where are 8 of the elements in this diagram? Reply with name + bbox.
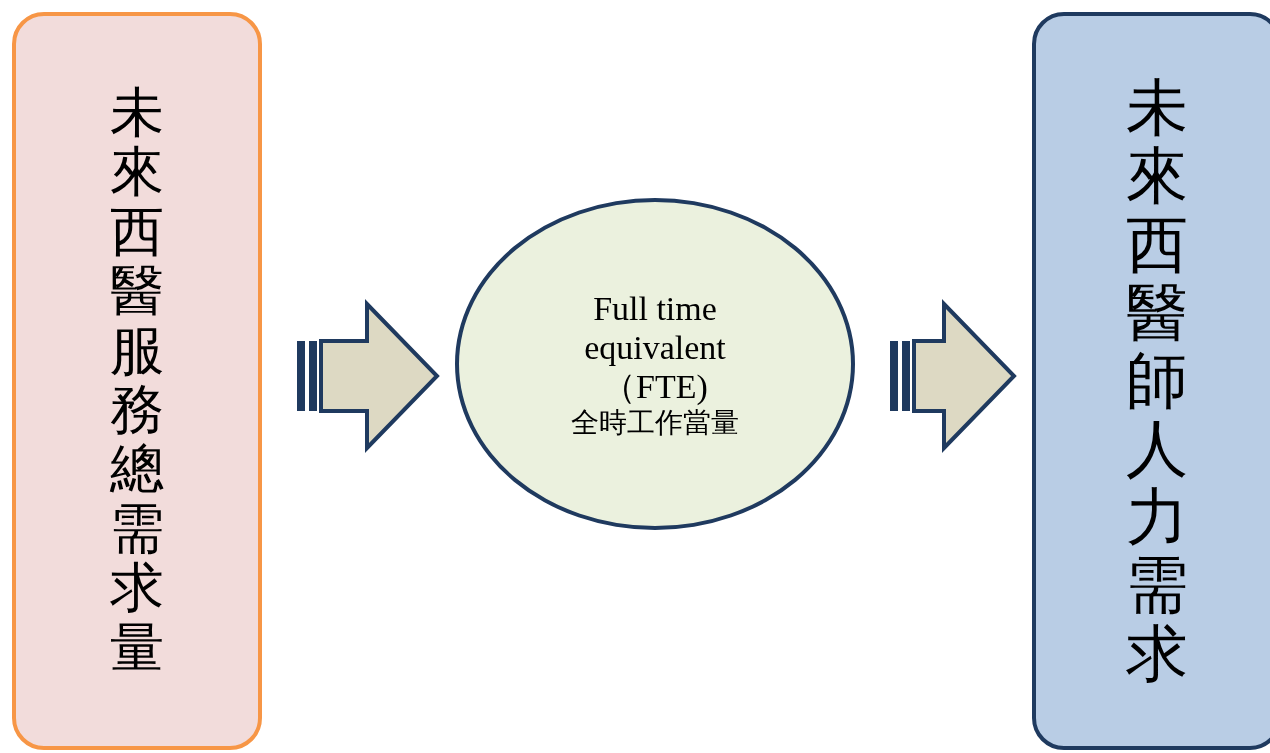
vertical-text: 未來西醫師人力需求 xyxy=(1126,74,1188,688)
vertical-text: 未來西醫服務總需求量 xyxy=(110,84,164,678)
rounded-box xyxy=(1032,12,1270,750)
block-arrow xyxy=(297,299,440,453)
node-text: Full time equivalent （FTE) xyxy=(583,289,727,407)
block-arrow xyxy=(890,299,1017,453)
rounded-box xyxy=(12,12,262,750)
node-text: 全時工作當量 xyxy=(571,406,739,439)
